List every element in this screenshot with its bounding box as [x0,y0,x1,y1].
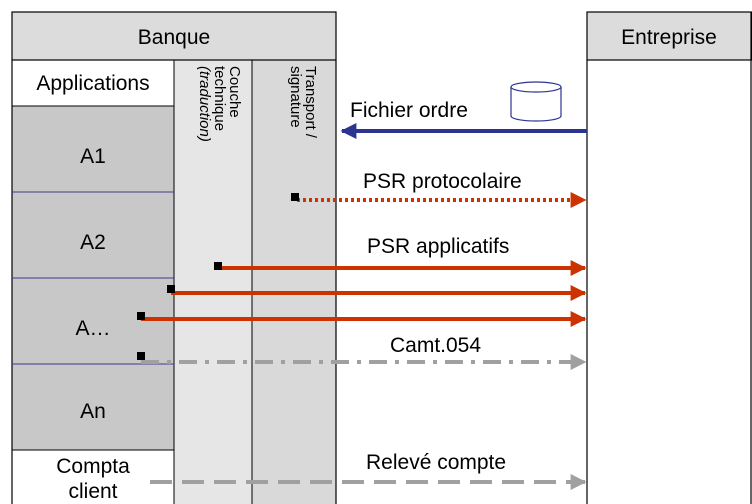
psr-protocol-origin-marker [291,193,299,201]
accounting-label-line1: Compta [56,455,130,478]
transport-column [252,60,336,504]
application-a1-label: A1 [80,145,106,168]
company-header-label: Entreprise [621,26,717,49]
camt-origin-marker [137,352,145,360]
transport-label-line1: Transport / [302,66,319,139]
application-a2-label: A2 [80,231,106,254]
order-file-label: Fichier ordre [350,99,468,122]
bank-header-label: Banque [138,26,210,49]
psr-application-label: PSR applicatifs [367,235,509,258]
technical-layer-label-line3: (traduction) [196,66,213,142]
bank-header-box [11,11,337,61]
technical-layer-label-line1: Couche [226,66,243,118]
technical-layer-label-line2: technique [211,66,228,131]
camt-label: Camt.054 [390,334,481,357]
database-cylinder-icon [510,81,562,122]
accounting-label-line2: client [68,480,117,503]
psr-application-origin-marker [167,285,175,293]
psr-protocol-label: PSR protocolaire [363,170,522,193]
psr-application-origin-marker [137,312,145,320]
statement-label: Relevé compte [366,451,506,474]
psr-application-origin-marker [214,262,222,270]
application-an-label: An [80,400,106,423]
company-header-box [586,11,752,61]
transport-label-line2: signature [287,66,304,128]
applications-header-cell [12,60,174,106]
accounting-cell [12,450,174,504]
applications-column-label: Applications [36,72,149,95]
technical-layer-column [174,60,252,504]
application-a-ellipsis-label: A… [75,317,110,340]
